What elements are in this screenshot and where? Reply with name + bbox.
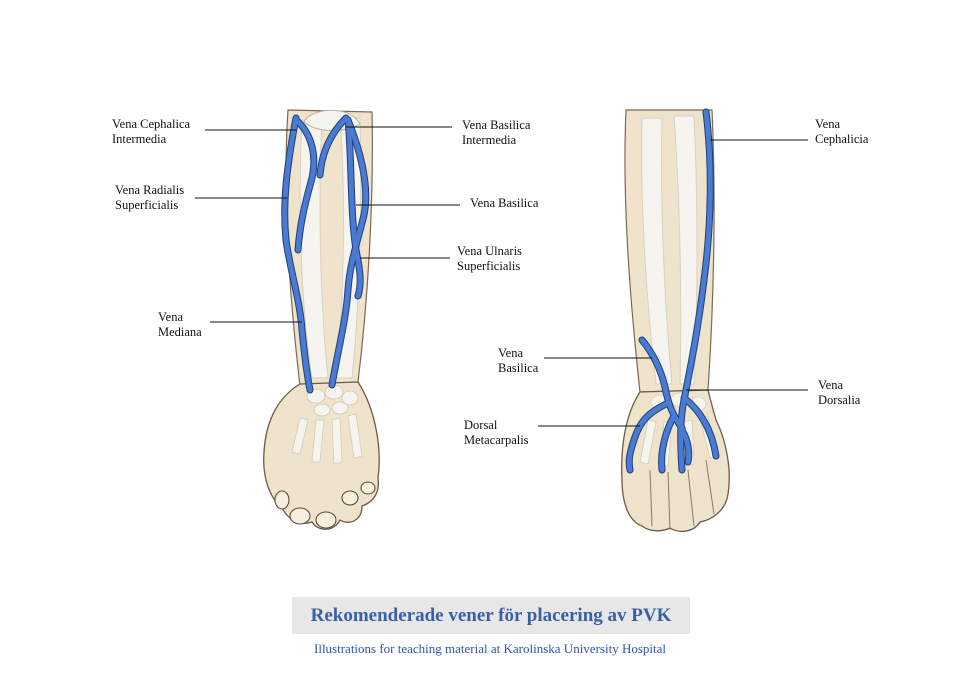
- label-line: Vena: [815, 117, 840, 131]
- right-radius-bone: [641, 117, 673, 385]
- label-line: Vena: [158, 310, 183, 324]
- left-carpal-bones: [306, 384, 359, 417]
- label-line: Vena Basilica: [470, 196, 539, 210]
- label-line: Vena Ulnaris: [457, 244, 522, 258]
- label-vena-dorsalia: Vena Dorsalia: [818, 378, 860, 408]
- label-vena-mediana: Vena Mediana: [158, 310, 202, 340]
- label-line: Cephalicia: [815, 132, 869, 146]
- right-ulna-bone: [673, 115, 698, 385]
- label-line: Vena Cephalica: [112, 117, 191, 131]
- label-dorsal-metacarpalis: Dorsal Metacarpalis: [464, 418, 529, 448]
- title-box: Rekomenderade vener för placering av PVK: [292, 597, 690, 634]
- label-line: Dorsalia: [818, 393, 861, 407]
- label-vena-basilica-left: Vena Basilica: [470, 196, 538, 211]
- left-arm-diagram: [263, 109, 380, 530]
- label-line: Vena Radialis: [115, 183, 185, 197]
- label-line: Metacarpalis: [464, 433, 529, 447]
- label-line: Intermedia: [112, 132, 167, 146]
- label-line: Basilica: [498, 361, 539, 375]
- label-line: Intermedia: [462, 133, 517, 147]
- page-title: Rekomenderade vener för placering av PVK: [310, 604, 672, 626]
- label-vena-basilica-intermedia: Vena Basilica Intermedia: [462, 118, 530, 148]
- label-vena-basilica-right: Vena Basilica: [498, 346, 538, 376]
- label-line: Vena: [818, 378, 843, 392]
- label-line: Superficialis: [115, 198, 179, 212]
- label-vena-ulnaris-superficialis: Vena Ulnaris Superficialis: [457, 244, 522, 274]
- left-fingertips: [274, 481, 376, 529]
- label-line: Mediana: [158, 325, 202, 339]
- label-line: Dorsal: [464, 418, 498, 432]
- label-vena-radialis-superficialis: Vena Radialis Superficialis: [115, 183, 184, 213]
- left-metacarpals: [291, 413, 363, 465]
- right-veins: [625, 108, 720, 474]
- right-finger-lines: [649, 459, 715, 531]
- page-subtitle: Illustrations for teaching material at K…: [314, 641, 666, 656]
- leader-lines: [195, 126, 808, 427]
- label-line: Superficialis: [457, 259, 521, 273]
- label-line: Vena: [498, 346, 523, 360]
- label-vena-cephalicia: Vena Cephalicia: [815, 117, 868, 147]
- right-arm-diagram: [621, 108, 730, 533]
- left-veins: [281, 114, 370, 394]
- label-vena-cephalica-intermedia: Vena Cephalica Intermedia: [112, 117, 190, 147]
- label-line: Vena Basilica: [462, 118, 531, 132]
